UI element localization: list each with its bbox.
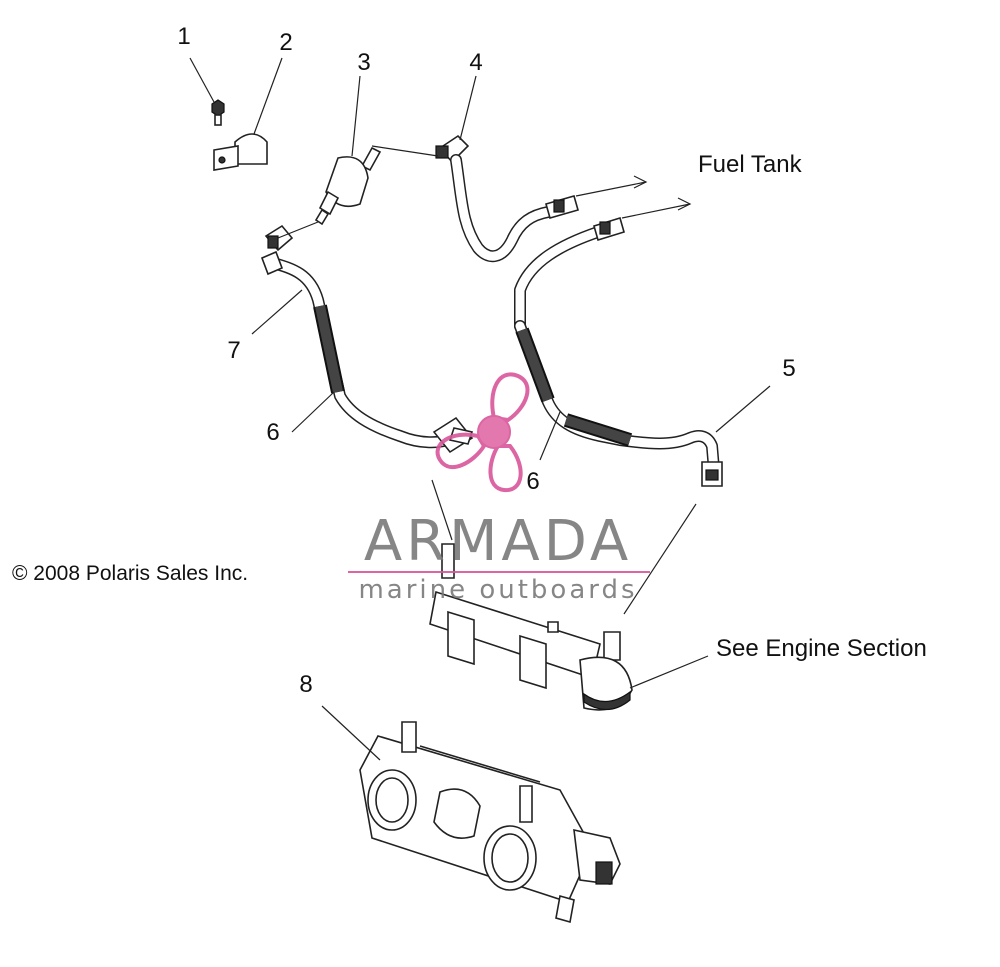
propeller-icon [435,372,530,493]
watermark-brand: ARMADA [364,509,632,574]
fuel-tank-arrows [575,175,692,219]
callout-2: 2 [279,29,292,56]
watermark-tagline: marine outboards [358,575,637,605]
fuel-tank-label: Fuel Tank [698,151,803,178]
callout-6-right: 6 [526,468,539,495]
part-5-hose-assembly [514,320,723,487]
callout-5: 5 [782,355,795,382]
callout-3: 3 [357,49,370,76]
fuel-tank-line-upper [450,154,579,263]
callout-8: 8 [299,671,312,698]
part-7-hose-assembly [260,224,474,454]
part-1-screw [211,99,225,126]
callout-4: 4 [469,49,482,76]
callout-6-left: 6 [266,419,279,446]
part-8-throttle-body [359,721,621,924]
fuel-tank-line-lower [514,216,625,332]
fuel-rail [429,543,633,711]
part-4-connector [435,134,470,164]
part-3-fuel-filter [314,146,382,226]
callout-7: 7 [227,337,240,364]
part-2-clamp [213,133,268,171]
callout-1: 1 [177,23,190,50]
leader-lines [189,57,771,761]
copyright-notice: © 2008 Polaris Sales Inc. [12,562,248,585]
see-engine-section-label: See Engine Section [716,635,927,662]
armada-watermark-logo: ARMADA marine outboards [348,372,650,605]
